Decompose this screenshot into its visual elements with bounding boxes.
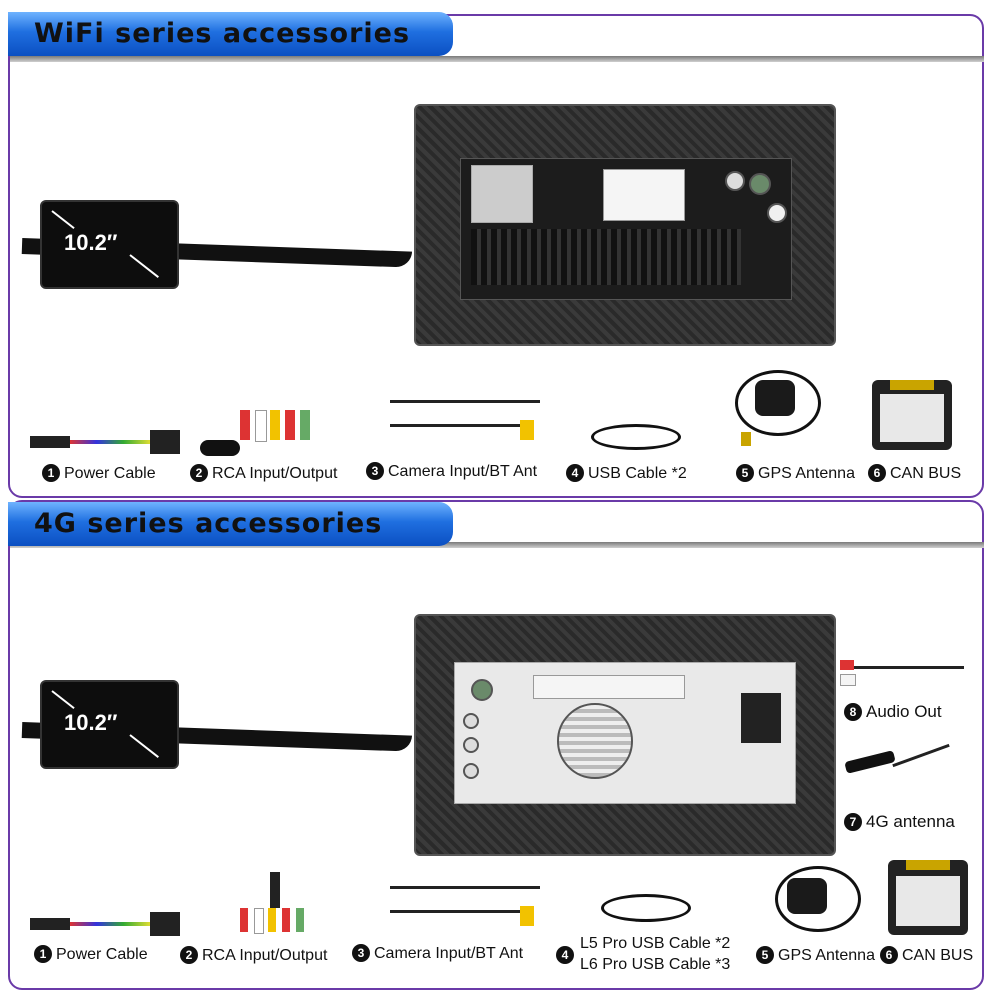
harness-connector bbox=[603, 169, 685, 221]
rca-cable-image bbox=[230, 868, 320, 938]
item-usb-marker: 4 bbox=[556, 946, 578, 965]
head-unit-screen: 10.2″ bbox=[40, 680, 179, 769]
head-unit-back bbox=[414, 104, 836, 346]
cooling-fan-icon bbox=[557, 703, 633, 779]
diagonal-arrow-icon bbox=[129, 734, 159, 758]
divider-line bbox=[10, 542, 984, 548]
divider-line bbox=[10, 56, 984, 62]
usb-cable-image bbox=[585, 420, 685, 450]
power-cable-image bbox=[30, 428, 180, 458]
audio-out-cable-image bbox=[840, 650, 970, 690]
camera-cable-image bbox=[380, 880, 550, 940]
harness-connector bbox=[533, 675, 685, 699]
mic-port-icon bbox=[767, 203, 787, 223]
gps-port-icon bbox=[749, 173, 771, 195]
gps-antenna-image bbox=[725, 360, 825, 455]
screen-size-label: 10.2″ bbox=[64, 710, 118, 735]
item-usb-l6: L6 Pro USB Cable *3 bbox=[580, 956, 731, 973]
power-connector bbox=[471, 165, 533, 223]
port-icon bbox=[463, 763, 479, 779]
screen-size-label: 10.2″ bbox=[64, 230, 118, 255]
port-icon bbox=[463, 737, 479, 753]
port-icon bbox=[463, 713, 479, 729]
gps-port-icon bbox=[471, 679, 493, 701]
cooling-vent bbox=[471, 229, 741, 285]
wifi-section-title: WiFi series accessories bbox=[8, 12, 453, 56]
head-unit-screen: 10.2″ bbox=[40, 200, 179, 289]
power-cable-image bbox=[30, 910, 180, 940]
usb-cable-image bbox=[595, 888, 695, 928]
item-usb-l5: L5 Pro USB Cable *2 bbox=[580, 935, 731, 952]
rear-connector bbox=[741, 693, 781, 743]
4g-antenna-image bbox=[844, 740, 965, 780]
rear-housing bbox=[454, 662, 796, 804]
gps-antenna-image bbox=[765, 860, 865, 945]
rca-cable-image bbox=[200, 390, 350, 460]
diagonal-arrow-icon bbox=[129, 254, 159, 278]
canbus-box-image bbox=[888, 860, 968, 935]
diagonal-arrow-icon bbox=[51, 690, 75, 710]
canbus-box-image bbox=[872, 380, 952, 450]
4g-section-title: 4G series accessories bbox=[8, 502, 453, 546]
diagonal-arrow-icon bbox=[51, 210, 75, 230]
rear-housing bbox=[460, 158, 792, 300]
head-unit-back bbox=[414, 614, 836, 856]
radio-port-icon bbox=[725, 171, 745, 191]
camera-cable-image bbox=[380, 392, 550, 452]
